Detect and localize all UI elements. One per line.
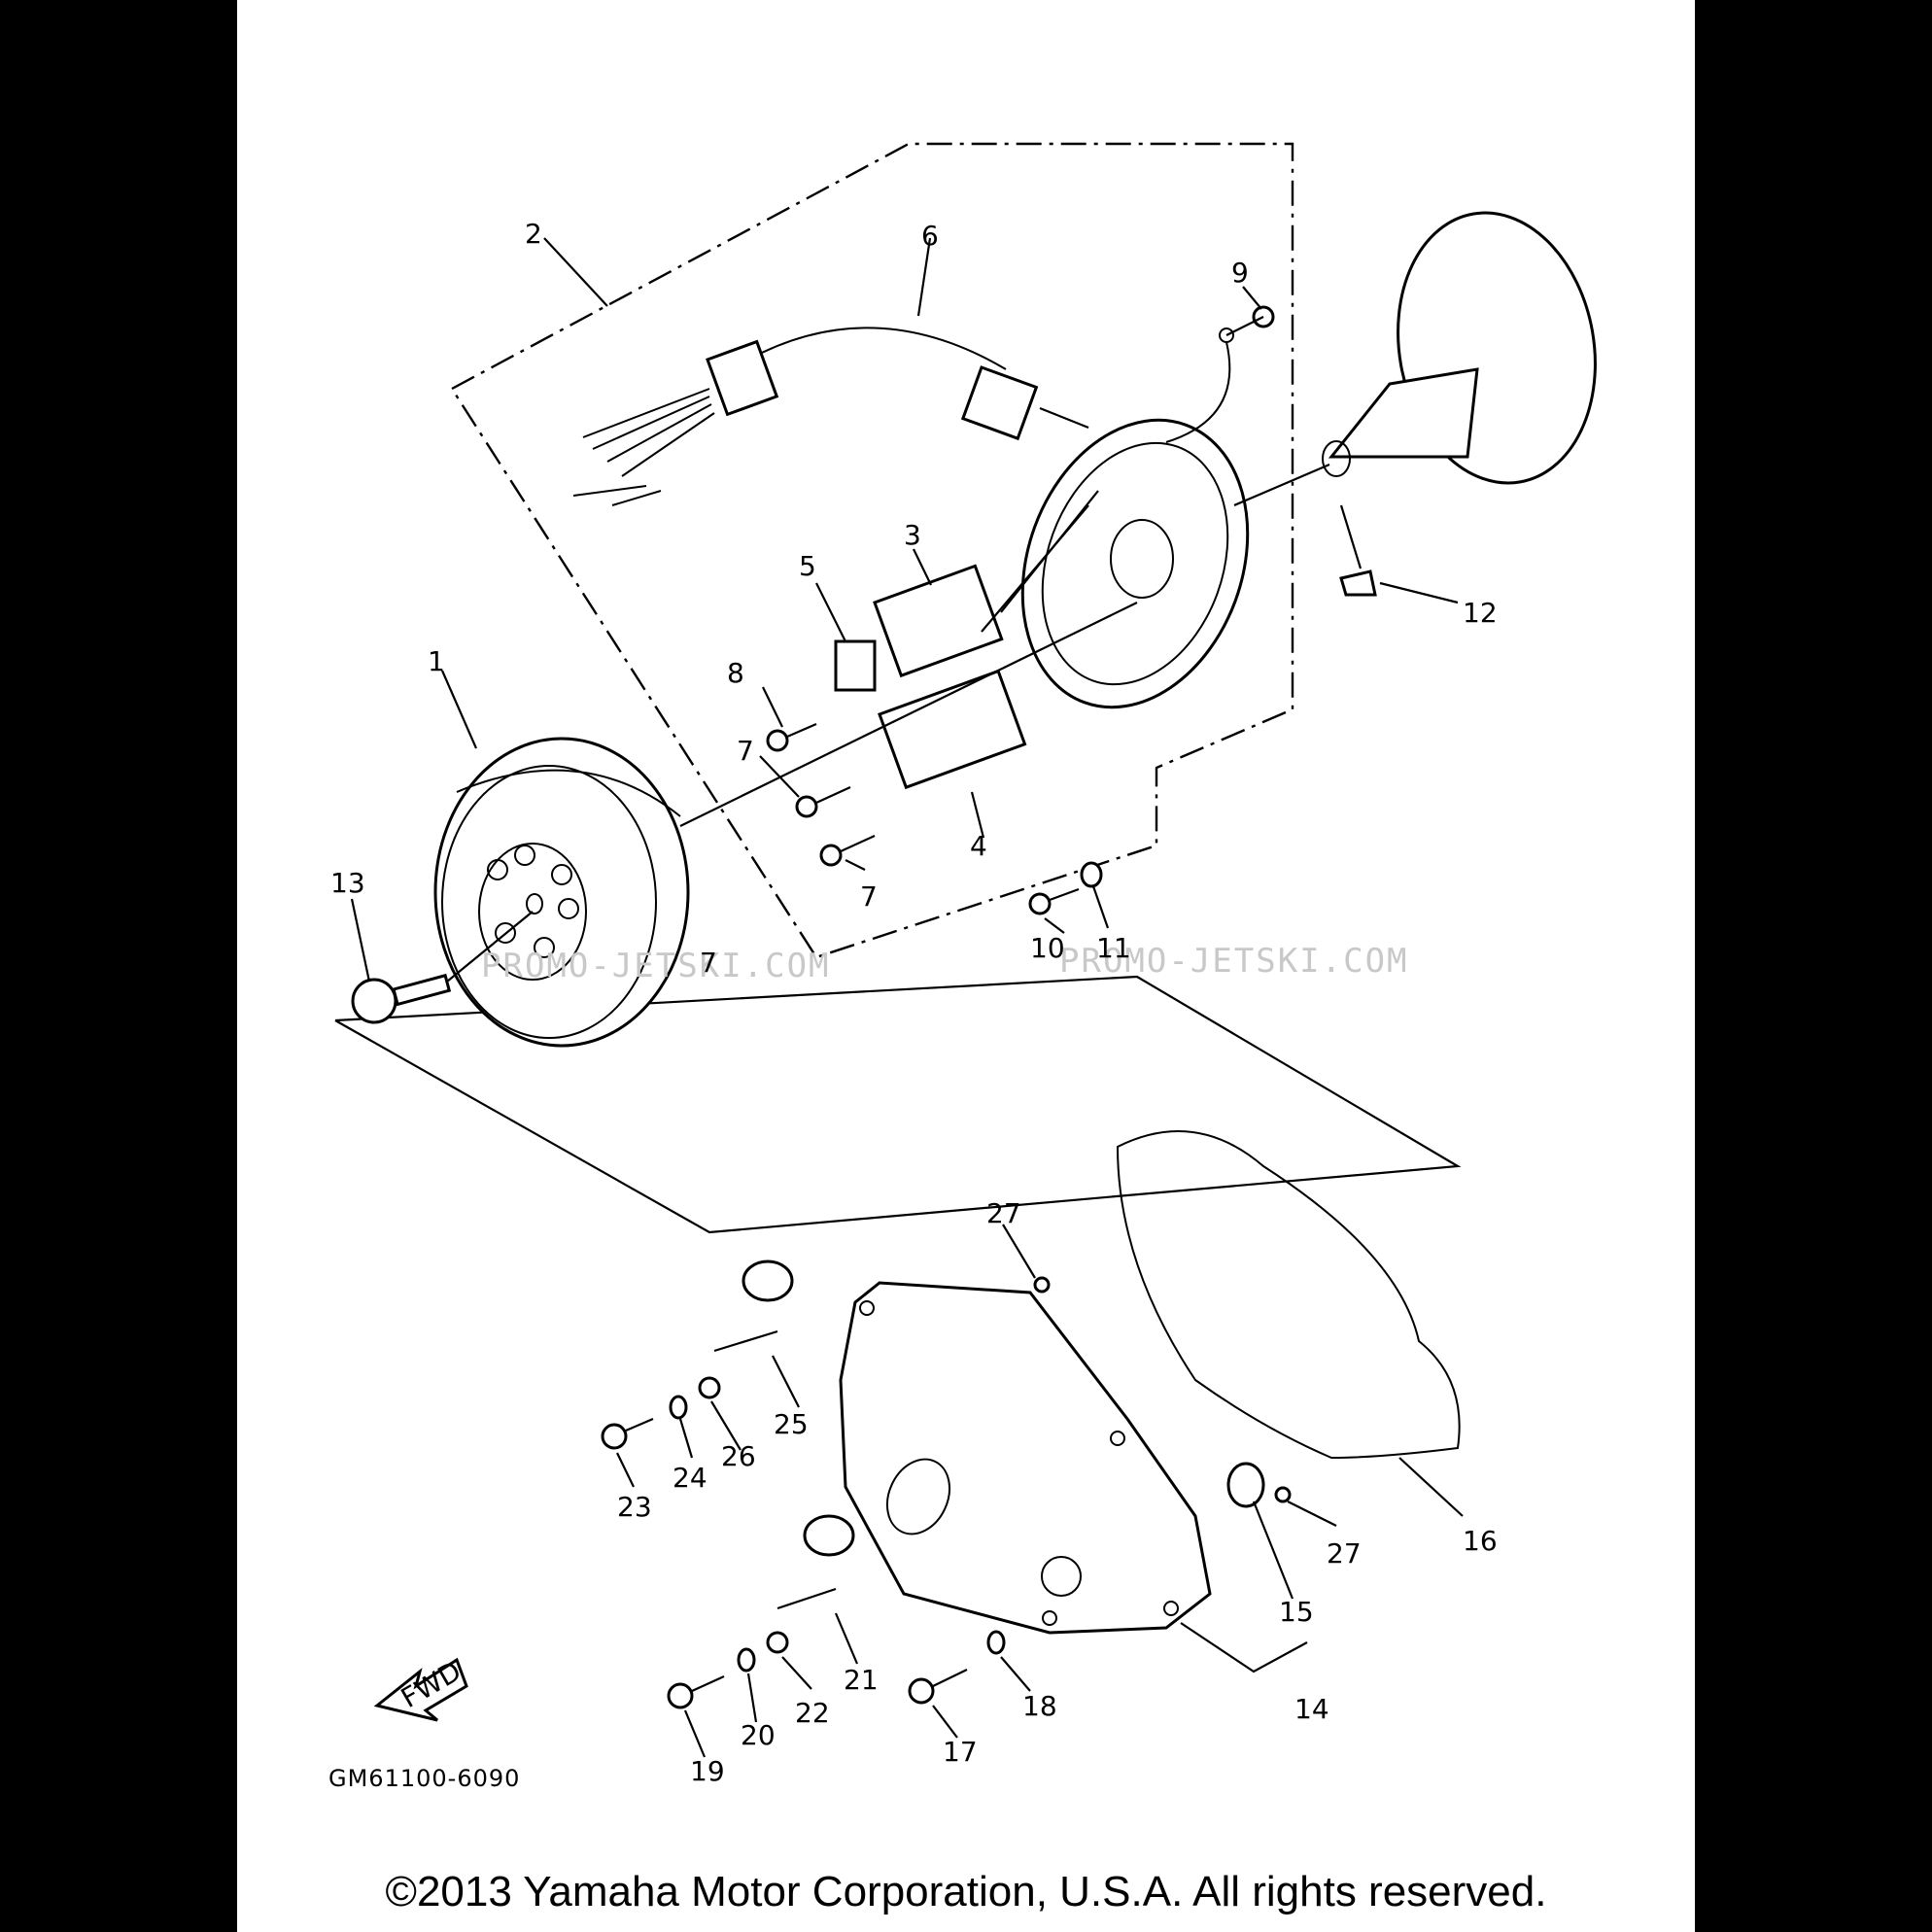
callout-9: 9 — [1231, 257, 1249, 289]
callout-5: 5 — [799, 550, 816, 582]
stator-bolts — [679, 602, 1138, 915]
assembly-boundary-upper — [450, 142, 1294, 959]
generator-cover — [839, 1281, 1212, 1635]
callout-7b: 7 — [860, 880, 878, 913]
callout-23: 23 — [617, 1491, 652, 1523]
diagram-code: GM61100-6090 — [328, 1765, 520, 1792]
callout-16: 16 — [1463, 1525, 1498, 1557]
callout-25: 25 — [774, 1408, 809, 1440]
cover-gasket — [1116, 1130, 1461, 1460]
watermark-text: PROMO-JETSKI.COM — [481, 947, 831, 985]
callout-18: 18 — [1022, 1690, 1057, 1722]
callout-8: 8 — [727, 657, 744, 689]
ground-screw — [1165, 305, 1275, 443]
fwd-arrow-icon: FWD — [373, 1655, 468, 1722]
callout-12: 12 — [1463, 597, 1498, 629]
crank-housing — [1233, 211, 1597, 597]
flywheel-bolt — [351, 911, 534, 1024]
callout-1: 1 — [428, 645, 445, 677]
callout-3: 3 — [904, 519, 921, 551]
callout-2: 2 — [525, 218, 542, 250]
callout-19: 19 — [690, 1755, 725, 1787]
assembly-plane-outline — [334, 975, 1462, 1234]
callout-11: 11 — [1096, 932, 1131, 964]
callout-13: 13 — [330, 867, 365, 899]
lead-wire — [572, 327, 1089, 506]
copyright-notice: ©2013 Yamaha Motor Corporation, U.S.A. A… — [385, 1868, 1547, 1915]
callout-4: 4 — [970, 830, 987, 862]
callout-17: 17 — [943, 1736, 978, 1768]
stator-assembly — [834, 418, 1250, 790]
callout-27a: 27 — [986, 1197, 1021, 1229]
callout-6: 6 — [921, 220, 939, 252]
callout-7a: 7 — [737, 735, 754, 767]
flywheel-rotor — [433, 737, 690, 1048]
callout-22: 22 — [795, 1697, 830, 1729]
watermark-text-2: PROMO-JETSKI.COM — [1059, 942, 1409, 981]
callout-21: 21 — [844, 1664, 879, 1696]
callout-24: 24 — [673, 1462, 707, 1494]
callout-27b: 27 — [1327, 1537, 1362, 1570]
leader-lines — [350, 237, 1464, 1758]
callout-15: 15 — [1279, 1596, 1314, 1628]
callout-14: 14 — [1294, 1693, 1329, 1725]
hose-clamps-and-fasteners — [601, 1259, 1292, 1709]
callout-7c: 7 — [700, 947, 717, 979]
callout-10: 10 — [1030, 932, 1065, 964]
callout-20: 20 — [741, 1719, 776, 1751]
callout-26: 26 — [721, 1440, 756, 1472]
